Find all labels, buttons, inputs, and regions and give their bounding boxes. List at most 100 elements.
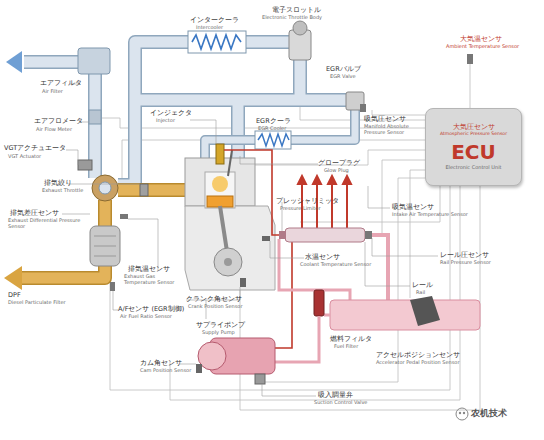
exhaust-pipe [118,185,185,196]
ecu-subtitle: Electronic Control Unit [445,165,501,171]
part-name: 電子スロットル [272,7,321,14]
leader-lines [68,184,140,185]
accelerator-pedal [410,296,440,326]
coolant-sensor [262,236,270,241]
part-name-en: Intake Air Temperature Sensor [392,212,468,218]
part-name-en: Air Filter [42,89,63,95]
egr-pipe [205,108,355,160]
leader-lines [66,150,78,165]
exhaust-pipe [22,190,185,278]
part-name-en: Crank Position Sensor [188,304,242,310]
signal-wires [372,110,425,115]
part-name-en: Injector [156,118,175,124]
part-name-en: Pressure Limiter [280,206,320,212]
leader-lines [128,219,158,270]
part-name-en: Exhaust Differential Pressure Sensor [8,218,82,230]
turbo-turbine [92,175,118,201]
part-name: EGRバルブ [326,66,361,73]
watermark-icon [463,412,465,414]
part-name: 排気絞り [44,180,72,187]
dpf [90,226,120,266]
signal-wires [300,62,425,120]
leader-lines [180,364,196,365]
air-flow-meter [89,110,101,124]
part-name: クランク角センサ [186,296,242,303]
injector-lines [298,176,306,184]
exhaust-temp-sensor [120,214,128,219]
part-name: 吸入調量弁 [318,392,353,399]
part-name: インジェクタ [150,110,192,117]
intake-pipe [233,100,244,160]
dpf-mesh [94,236,116,237]
air-filter [78,48,110,74]
egr-cooler [255,131,291,149]
part-name: A/Fセンサ (EGR制御) [118,306,184,313]
glow-plug [228,150,232,176]
signal-wires [170,185,460,400]
intake-pipe [24,62,95,178]
part-name-en: Air Fuel Ratio Sensor [120,314,172,320]
feed-line [275,316,319,362]
leader-lines [190,120,216,144]
intake-pipe [135,95,355,106]
part-name: サプライポンプ [196,322,245,329]
engine-block [185,206,275,290]
part-name: VGTアクチュエータ [4,145,66,152]
part-name: 吸気圧センサ [364,116,406,123]
leader-lines [368,186,390,208]
part-name-en: Rail [416,290,425,296]
part-name: エアフロメータ [34,118,83,125]
part-name-en: Glow Plug [324,168,349,174]
leader-lines [365,242,410,286]
inlet-arrow [6,51,22,73]
leader-lines [62,214,90,215]
common-rail [285,228,365,242]
fuel-tank [330,300,480,330]
part-name: レール圧センサ [440,252,489,259]
part-name-en: Fuel Filter [334,344,358,350]
part-name: カム角センサ [140,360,182,367]
piston [207,196,233,207]
throttle-motor [293,21,307,35]
signal-wires [366,160,425,235]
part-name-en: EGR Cooler [258,126,286,132]
part-name-en: Accelerator Pedal Position Sensor [376,360,459,366]
part-name-en: Cam Position Sensor [140,368,191,374]
crank-sensor [240,278,246,287]
egr-cooler-coil [258,134,289,146]
cylinder-head [185,158,255,206]
sensor-name: 大気圧センサ [453,124,495,131]
signal-wires [240,185,480,410]
part-name-en: Coolant Temperature Sensor [300,262,371,268]
dpf-mesh [94,256,116,257]
intercooler-coil [192,35,241,49]
intake-pipe [24,62,95,178]
crankshaft-hub [224,258,232,266]
egr-pipe [205,108,355,160]
part-name: インタークーラ [190,17,239,24]
injector-lines [343,176,351,184]
part-name-en: Rail Pressure Sensor [440,260,491,266]
injector-lines [328,176,336,184]
part-name-en: Electronic Throttle Body [262,15,322,21]
part-name: アクセルポジションセンサ [376,352,460,359]
cam-sensor [196,364,202,373]
injector-lines [313,176,321,184]
manifold-pressure-sensor [360,104,366,112]
part-name-en: EGR Valve [330,74,356,80]
pump-pulley [198,342,226,370]
part-name: DPF [8,292,21,299]
egr-pipe [205,108,355,160]
part-name-en: Air Flow Meter [36,127,72,133]
signal-wires [470,62,471,110]
leader-lines [270,241,304,258]
combustion-flash [212,176,228,192]
ecu-box: 大気圧センサAtmospheric Pressure SensorECUElec… [425,108,522,186]
feed-line [324,314,330,317]
af-sensor [110,282,115,291]
outlet-arrow [4,266,22,290]
ecu-title: ECU [451,141,496,164]
leader-lines [62,84,438,396]
part-name-en: VGT Actuator [8,154,41,160]
part-name: レール [412,282,433,289]
